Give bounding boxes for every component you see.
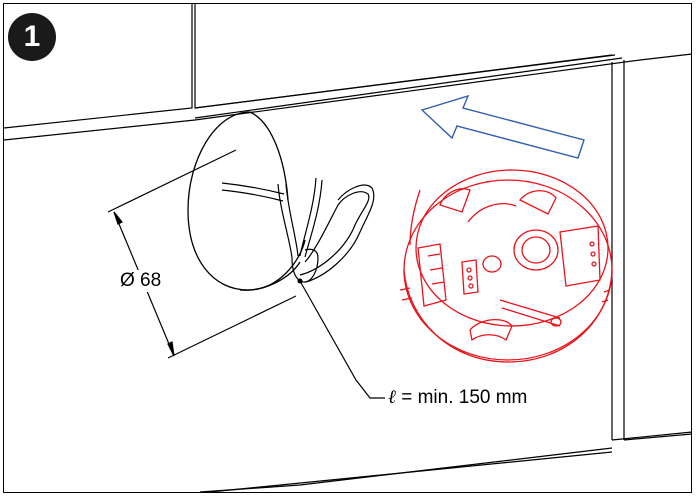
- diagram-frame: [3, 3, 692, 493]
- length-symbol: ℓ: [388, 386, 396, 408]
- length-text: = min. 150 mm: [401, 387, 528, 408]
- wall-tiles: [3, 4, 693, 493]
- flush-box: [399, 169, 613, 363]
- diameter-label: Ø 68: [118, 270, 164, 292]
- arrow-left-icon: [420, 94, 585, 159]
- length-leader: [299, 280, 385, 399]
- step-number-badge: 1: [8, 13, 56, 61]
- step-number: 1: [23, 20, 41, 53]
- cable-length-label: ℓ = min. 150 mm: [388, 386, 527, 409]
